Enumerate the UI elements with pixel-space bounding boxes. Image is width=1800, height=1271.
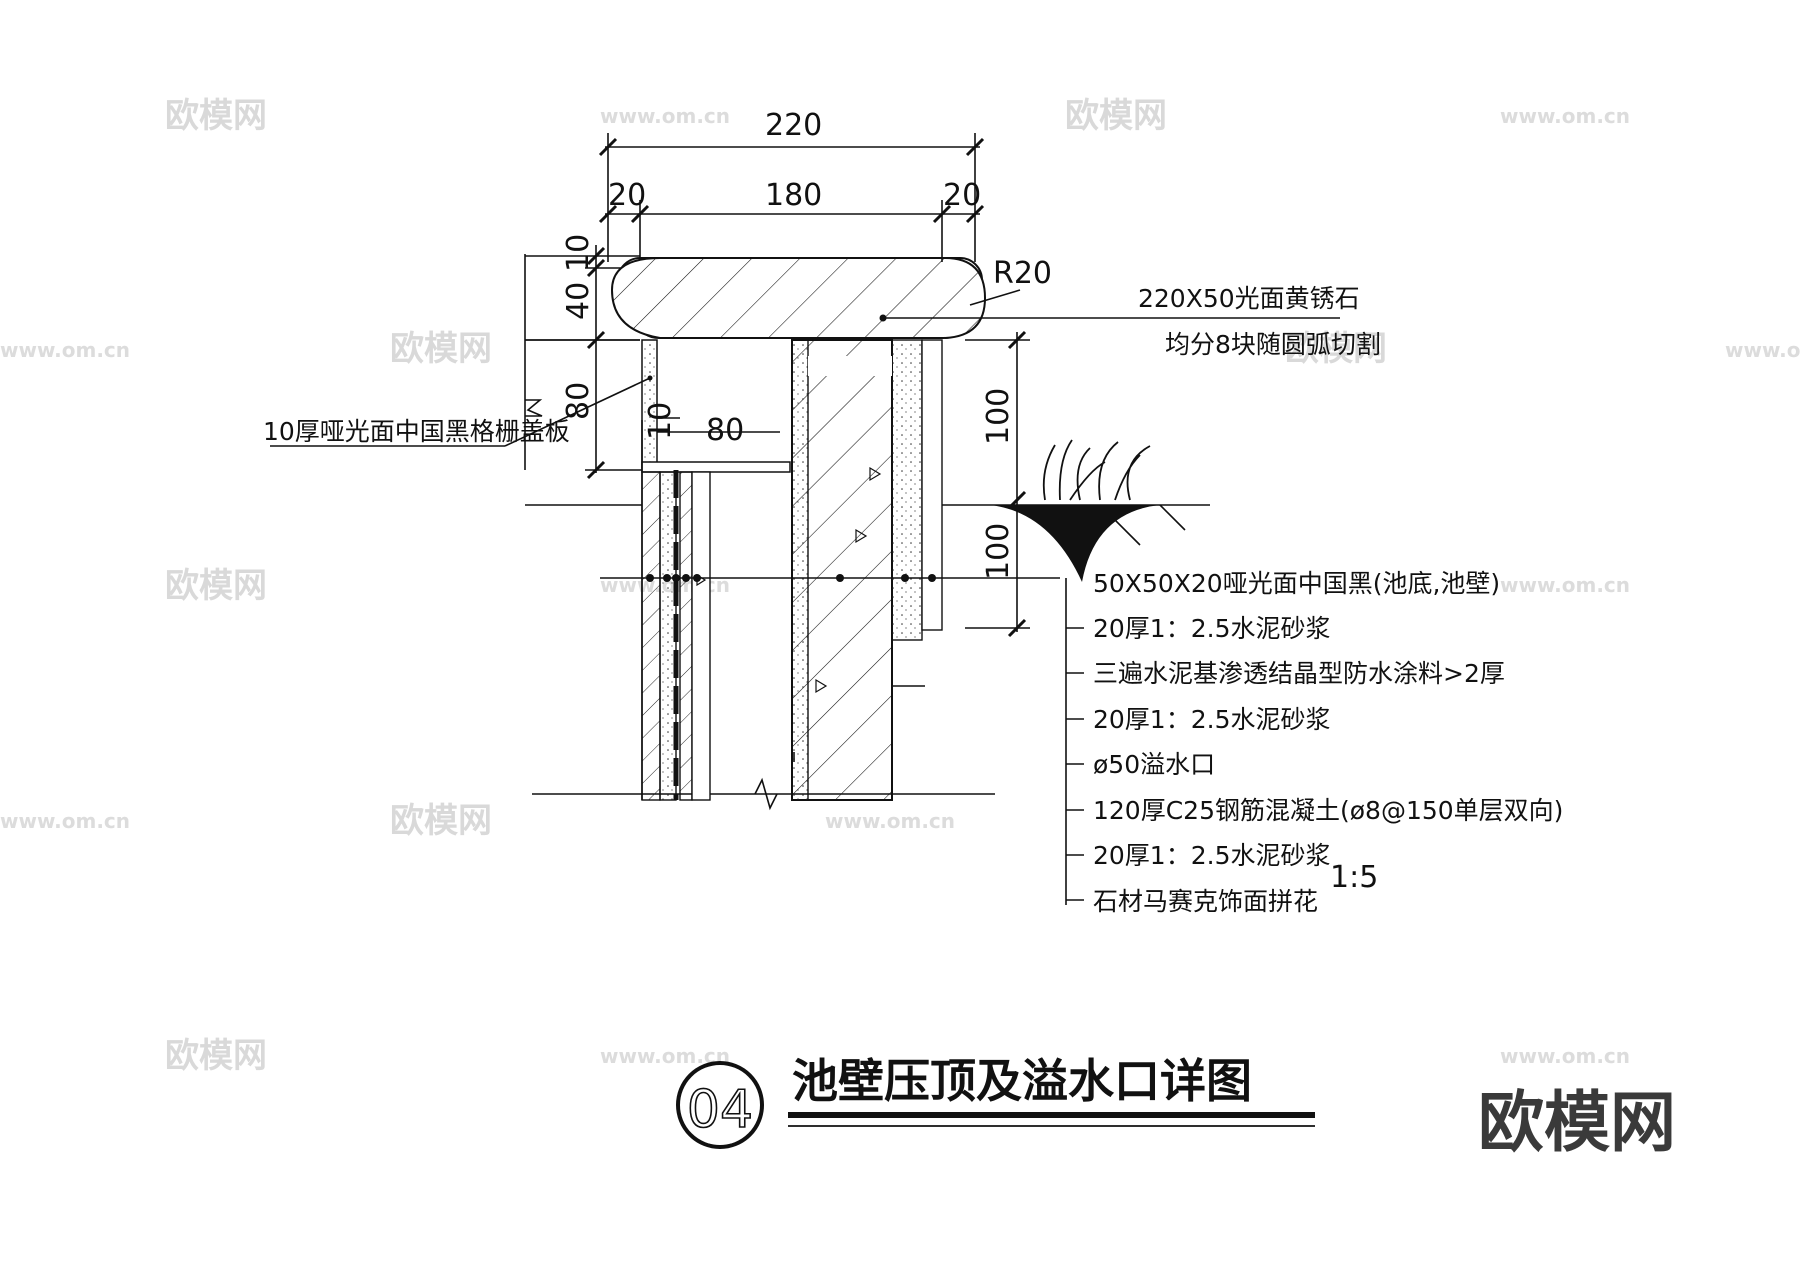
coping-stone <box>610 257 987 339</box>
layer-item: 石材马赛克饰面拼花 <box>1093 887 1318 916</box>
watermark-brand: 欧模网 <box>390 801 492 841</box>
dim-cap-10: 10 <box>561 234 596 272</box>
watermark-layer: 欧模网 欧模网 欧模网 欧模网 欧模网 欧模网 欧模网 www.om.cn ww… <box>0 96 1800 1076</box>
watermark-url: www.om.cn <box>1500 104 1630 128</box>
callout-coping-spec: 220X50光面黄锈石 <box>1138 284 1360 313</box>
watermark-url: www.om.cn <box>600 104 730 128</box>
layer-item: 三遍水泥基渗透结晶型防水涂料>2厚 <box>1093 659 1505 688</box>
right-dimensions: 100 100 <box>942 330 1210 638</box>
inner-dimensions: 10 80 R20 <box>643 256 1052 448</box>
layer-item: 20厚1：2.5水泥砂浆 <box>1093 841 1330 870</box>
dim-channel-80: 80 <box>706 413 744 448</box>
dim-middle: 180 <box>765 178 822 213</box>
layer-item: 120厚C25钢筋混凝土(ø8@150单层双向) <box>1093 796 1563 825</box>
watermark-url: www.om.cn <box>0 809 130 833</box>
watermark-brand: 欧模网 <box>1065 96 1167 136</box>
dim-gap-10: 10 <box>643 402 678 440</box>
watermark-brand: 欧模网 <box>165 96 267 136</box>
grate-channel <box>641 339 791 801</box>
callout-texts: 220X50光面黄锈石 均分8块随圆弧切割 10厚哑光面中国黑格栅盖板 <box>263 284 1381 446</box>
pool-wall <box>791 339 943 801</box>
layer-item: 20厚1：2.5水泥砂浆 <box>1093 705 1330 734</box>
watermark-brand: 欧模网 <box>165 1036 267 1076</box>
left-dimensions: 40 10 80 <box>525 234 660 480</box>
break-lines <box>524 254 995 811</box>
callout-coping-cut: 均分8块随圆弧切割 <box>1165 330 1381 359</box>
dim-overall: 220 <box>765 108 822 143</box>
watermark-url: www.om.cn <box>1725 338 1800 362</box>
dim-radius: R20 <box>993 256 1052 291</box>
layer-list: 50X50X20哑光面中国黑(池底,池壁) 20厚1：2.5水泥砂浆 三遍水泥基… <box>1093 569 1563 916</box>
dim-lower-100: 100 <box>981 523 1016 580</box>
watermark-url: www.om.cn <box>1500 573 1630 597</box>
leaders <box>270 289 1340 905</box>
detail-title: 池壁压顶及溢水口详图 <box>792 1054 1252 1108</box>
watermark-url: www.om.cn <box>1500 1044 1630 1068</box>
section-points <box>600 574 1060 582</box>
scale-label: 1:5 <box>1330 860 1378 895</box>
watermark-brand: 欧模网 <box>1285 329 1387 369</box>
layer-item: 50X50X20哑光面中国黑(池底,池壁) <box>1093 569 1500 598</box>
dim-grate-80: 80 <box>561 382 596 420</box>
watermark-brand: 欧模网 <box>390 329 492 369</box>
dim-cap-40: 40 <box>561 282 596 320</box>
dim-right-edge: 20 <box>943 178 981 213</box>
layer-item: 20厚1：2.5水泥砂浆 <box>1093 614 1330 643</box>
layer-item: ø50溢水口 <box>1093 750 1215 779</box>
title-block: 04 池壁压顶及溢水口详图 <box>676 1054 1315 1149</box>
brand-logo: 欧模网 <box>1478 1084 1676 1161</box>
watermark-url: www.om.cn <box>0 338 130 362</box>
dim-upper-100: 100 <box>981 388 1016 445</box>
watermark-url: www.om.cn <box>825 809 955 833</box>
top-dimensions: 220 20 180 20 <box>598 108 985 262</box>
water-level-symbol <box>990 439 1160 582</box>
dim-left-edge: 20 <box>608 178 646 213</box>
watermark-brand: 欧模网 <box>165 566 267 606</box>
callout-grate-cover: 10厚哑光面中国黑格栅盖板 <box>263 417 570 446</box>
detail-number: 04 <box>687 1080 753 1140</box>
